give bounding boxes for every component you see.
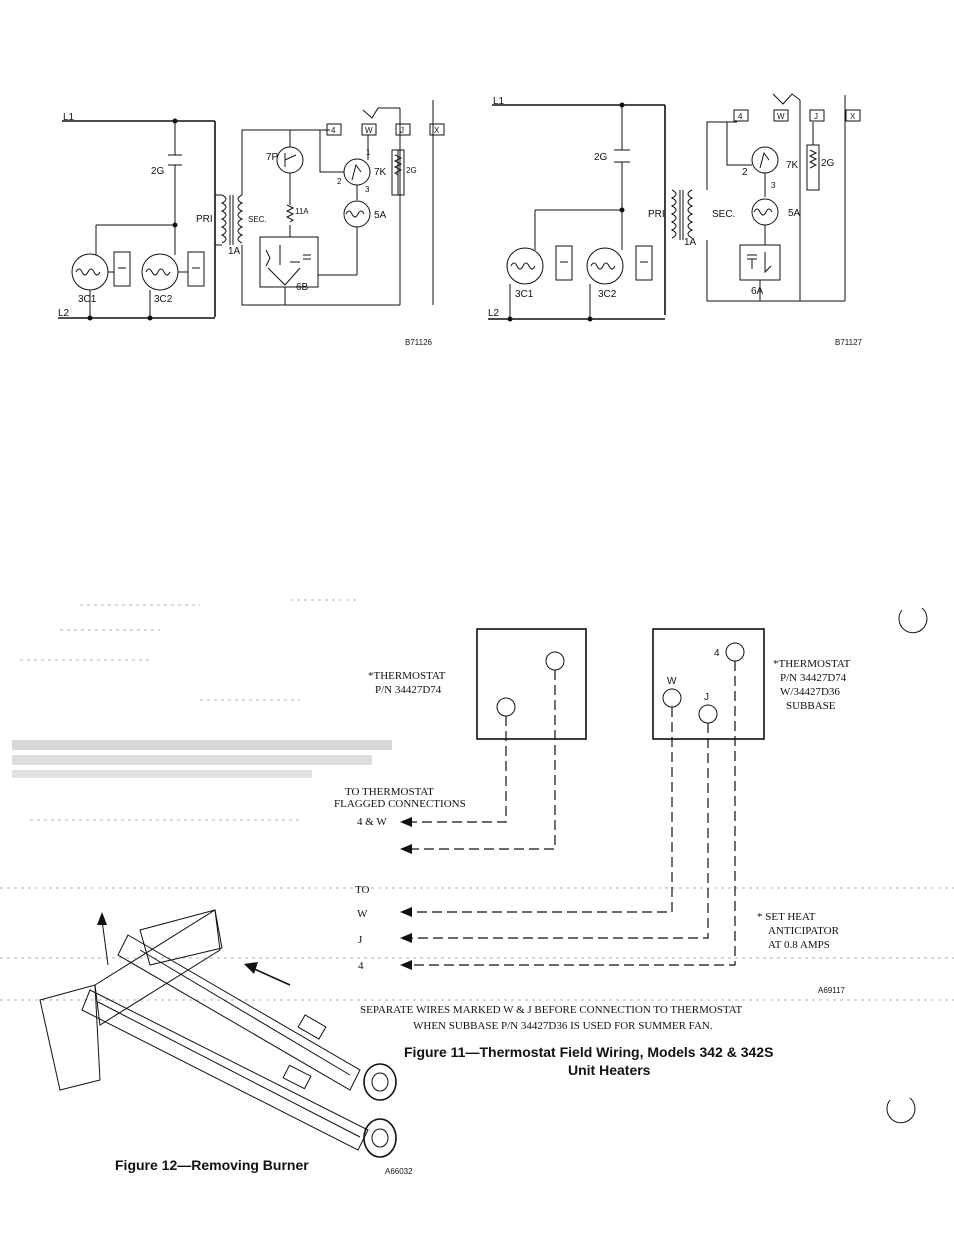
- to-label: TO: [355, 884, 370, 896]
- thermostat-right-terminal-4: [725, 642, 745, 662]
- knob-j-label: J: [704, 692, 709, 703]
- flagged-connections-label: FLAGGED CONNECTIONS: [334, 798, 466, 810]
- thermostat-right-terminal-j: [698, 704, 718, 724]
- knob-4-label: 4: [714, 648, 720, 659]
- relay-7k-left: [343, 158, 371, 186]
- thermostat-left-terminal-upper: [545, 651, 565, 671]
- relay-7p-left: [276, 146, 304, 174]
- note-line-1: * SET HEAT: [757, 911, 816, 923]
- burner-removal-illustration: Figure 12—Removing Burner A66032: [39, 909, 413, 1176]
- left-l2-label: L2: [58, 308, 70, 319]
- left-3c2-label: 3C2: [154, 294, 173, 305]
- left-term-j: J: [400, 126, 404, 135]
- separate-wires-line-2: WHEN SUBBASE P/N 34427D36 IS USED FOR SU…: [413, 1020, 713, 1032]
- w-label: W: [357, 908, 368, 920]
- burner-3c2-left: [141, 253, 179, 291]
- left-pin2-label: 2: [337, 177, 342, 186]
- left-3c1-label: 3C1: [78, 294, 97, 305]
- left-sec-label: SEC.: [248, 215, 267, 224]
- thermostat-field-wiring: *THERMOSTAT P/N 34427D74 4 W J *THERMOST…: [0, 599, 954, 1124]
- left-7k-label: 7K: [374, 167, 387, 178]
- right-pin3-label: 3: [771, 181, 776, 190]
- right-term-4: 4: [738, 112, 743, 121]
- thermostat-left-terminal-lower: [496, 697, 516, 717]
- left-pin3-label: 3: [365, 185, 370, 194]
- relay-7k-right: [751, 146, 779, 174]
- burner-3c1-right: [506, 247, 544, 285]
- four-and-w-label: 4 & W: [357, 816, 387, 828]
- knob-w-label: W: [667, 676, 677, 687]
- right-2g-right-label: 2G: [821, 158, 835, 169]
- right-term-j: J: [814, 112, 818, 121]
- to-thermostat-label: TO THERMOSTAT: [345, 786, 434, 798]
- thermostat-right-label-4: SUBBASE: [786, 700, 836, 712]
- left-5a-label: 5A: [374, 210, 387, 221]
- j-label: J: [358, 934, 363, 946]
- right-5a-label: 5A: [788, 208, 801, 219]
- right-wiring-diagram: L1 L2 2G 3C1 3C2 PRI SEC. 1A: [488, 93, 863, 347]
- left-1a-label: 1A: [228, 246, 241, 257]
- figure-12-caption: Figure 12—Removing Burner: [115, 1157, 309, 1173]
- right-l1-label: L1: [493, 96, 505, 107]
- thermostat-left-label-2: P/N 34427D74: [375, 684, 442, 696]
- left-2g-right-label: 2G: [406, 166, 417, 175]
- left-pri-label: PRI: [196, 214, 213, 225]
- right-3c1-label: 3C1: [515, 289, 534, 300]
- left-6b-label: 6B: [296, 282, 309, 293]
- right-pri-label: PRI: [648, 209, 665, 220]
- figure-11-caption-line-2: Unit Heaters: [568, 1062, 651, 1078]
- thermostat-right-label-2: P/N 34427D74: [780, 672, 847, 684]
- right-term-x: X: [850, 112, 856, 121]
- thermostat-right-label-1: *THERMOSTAT: [773, 658, 851, 670]
- right-3c2-label: 3C2: [598, 289, 617, 300]
- left-term-w: W: [365, 126, 373, 135]
- thermostat-diagram-code: A69117: [818, 986, 846, 995]
- right-pin2-label: 2: [742, 167, 748, 178]
- right-7k-label: 7K: [786, 160, 799, 171]
- left-2g-label: 2G: [151, 166, 165, 177]
- burner-3c2-right: [586, 247, 624, 285]
- thermostat-right-label-3: W/34427D36: [780, 686, 840, 698]
- note-line-2: ANTICIPATOR: [768, 925, 840, 937]
- right-diagram-code: B71127: [835, 338, 863, 347]
- valve-5a-left: [343, 200, 371, 228]
- burner-3c1-left: [71, 253, 109, 291]
- right-sec-label: SEC.: [712, 209, 735, 220]
- right-term-w: W: [777, 112, 785, 121]
- left-term-4: 4: [331, 126, 336, 135]
- left-l1-label: L1: [63, 112, 75, 123]
- figure-11-caption-line-1: Figure 11—Thermostat Field Wiring, Model…: [404, 1044, 773, 1060]
- right-2g-label: 2G: [594, 152, 608, 163]
- left-11a-label: 11A: [295, 207, 309, 216]
- thermostat-left-label-1: *THERMOSTAT: [368, 670, 446, 682]
- left-7p-label: 7P: [266, 152, 279, 163]
- thermostat-right-terminal-w: [662, 688, 682, 708]
- four-label: 4: [358, 960, 364, 972]
- right-6a-label: 6A: [751, 286, 764, 297]
- left-diagram-code: B71126: [405, 338, 433, 347]
- module-6b-left: [259, 236, 319, 288]
- left-wiring-diagram: L1 L2 2G 3C1 3C2: [58, 100, 445, 347]
- right-l2-label: L2: [488, 308, 500, 319]
- left-term-x: X: [434, 126, 440, 135]
- note-line-3: AT 0.8 AMPS: [768, 939, 830, 951]
- module-6a-right: [739, 244, 781, 281]
- thermostat-box-left: [476, 628, 587, 740]
- burner-figure-code: A66032: [385, 1167, 413, 1176]
- separate-wires-line-1: SEPARATE WIRES MARKED W & J BEFORE CONNE…: [360, 1004, 743, 1016]
- valve-5a-right: [751, 198, 779, 226]
- right-1a-label: 1A: [684, 237, 697, 248]
